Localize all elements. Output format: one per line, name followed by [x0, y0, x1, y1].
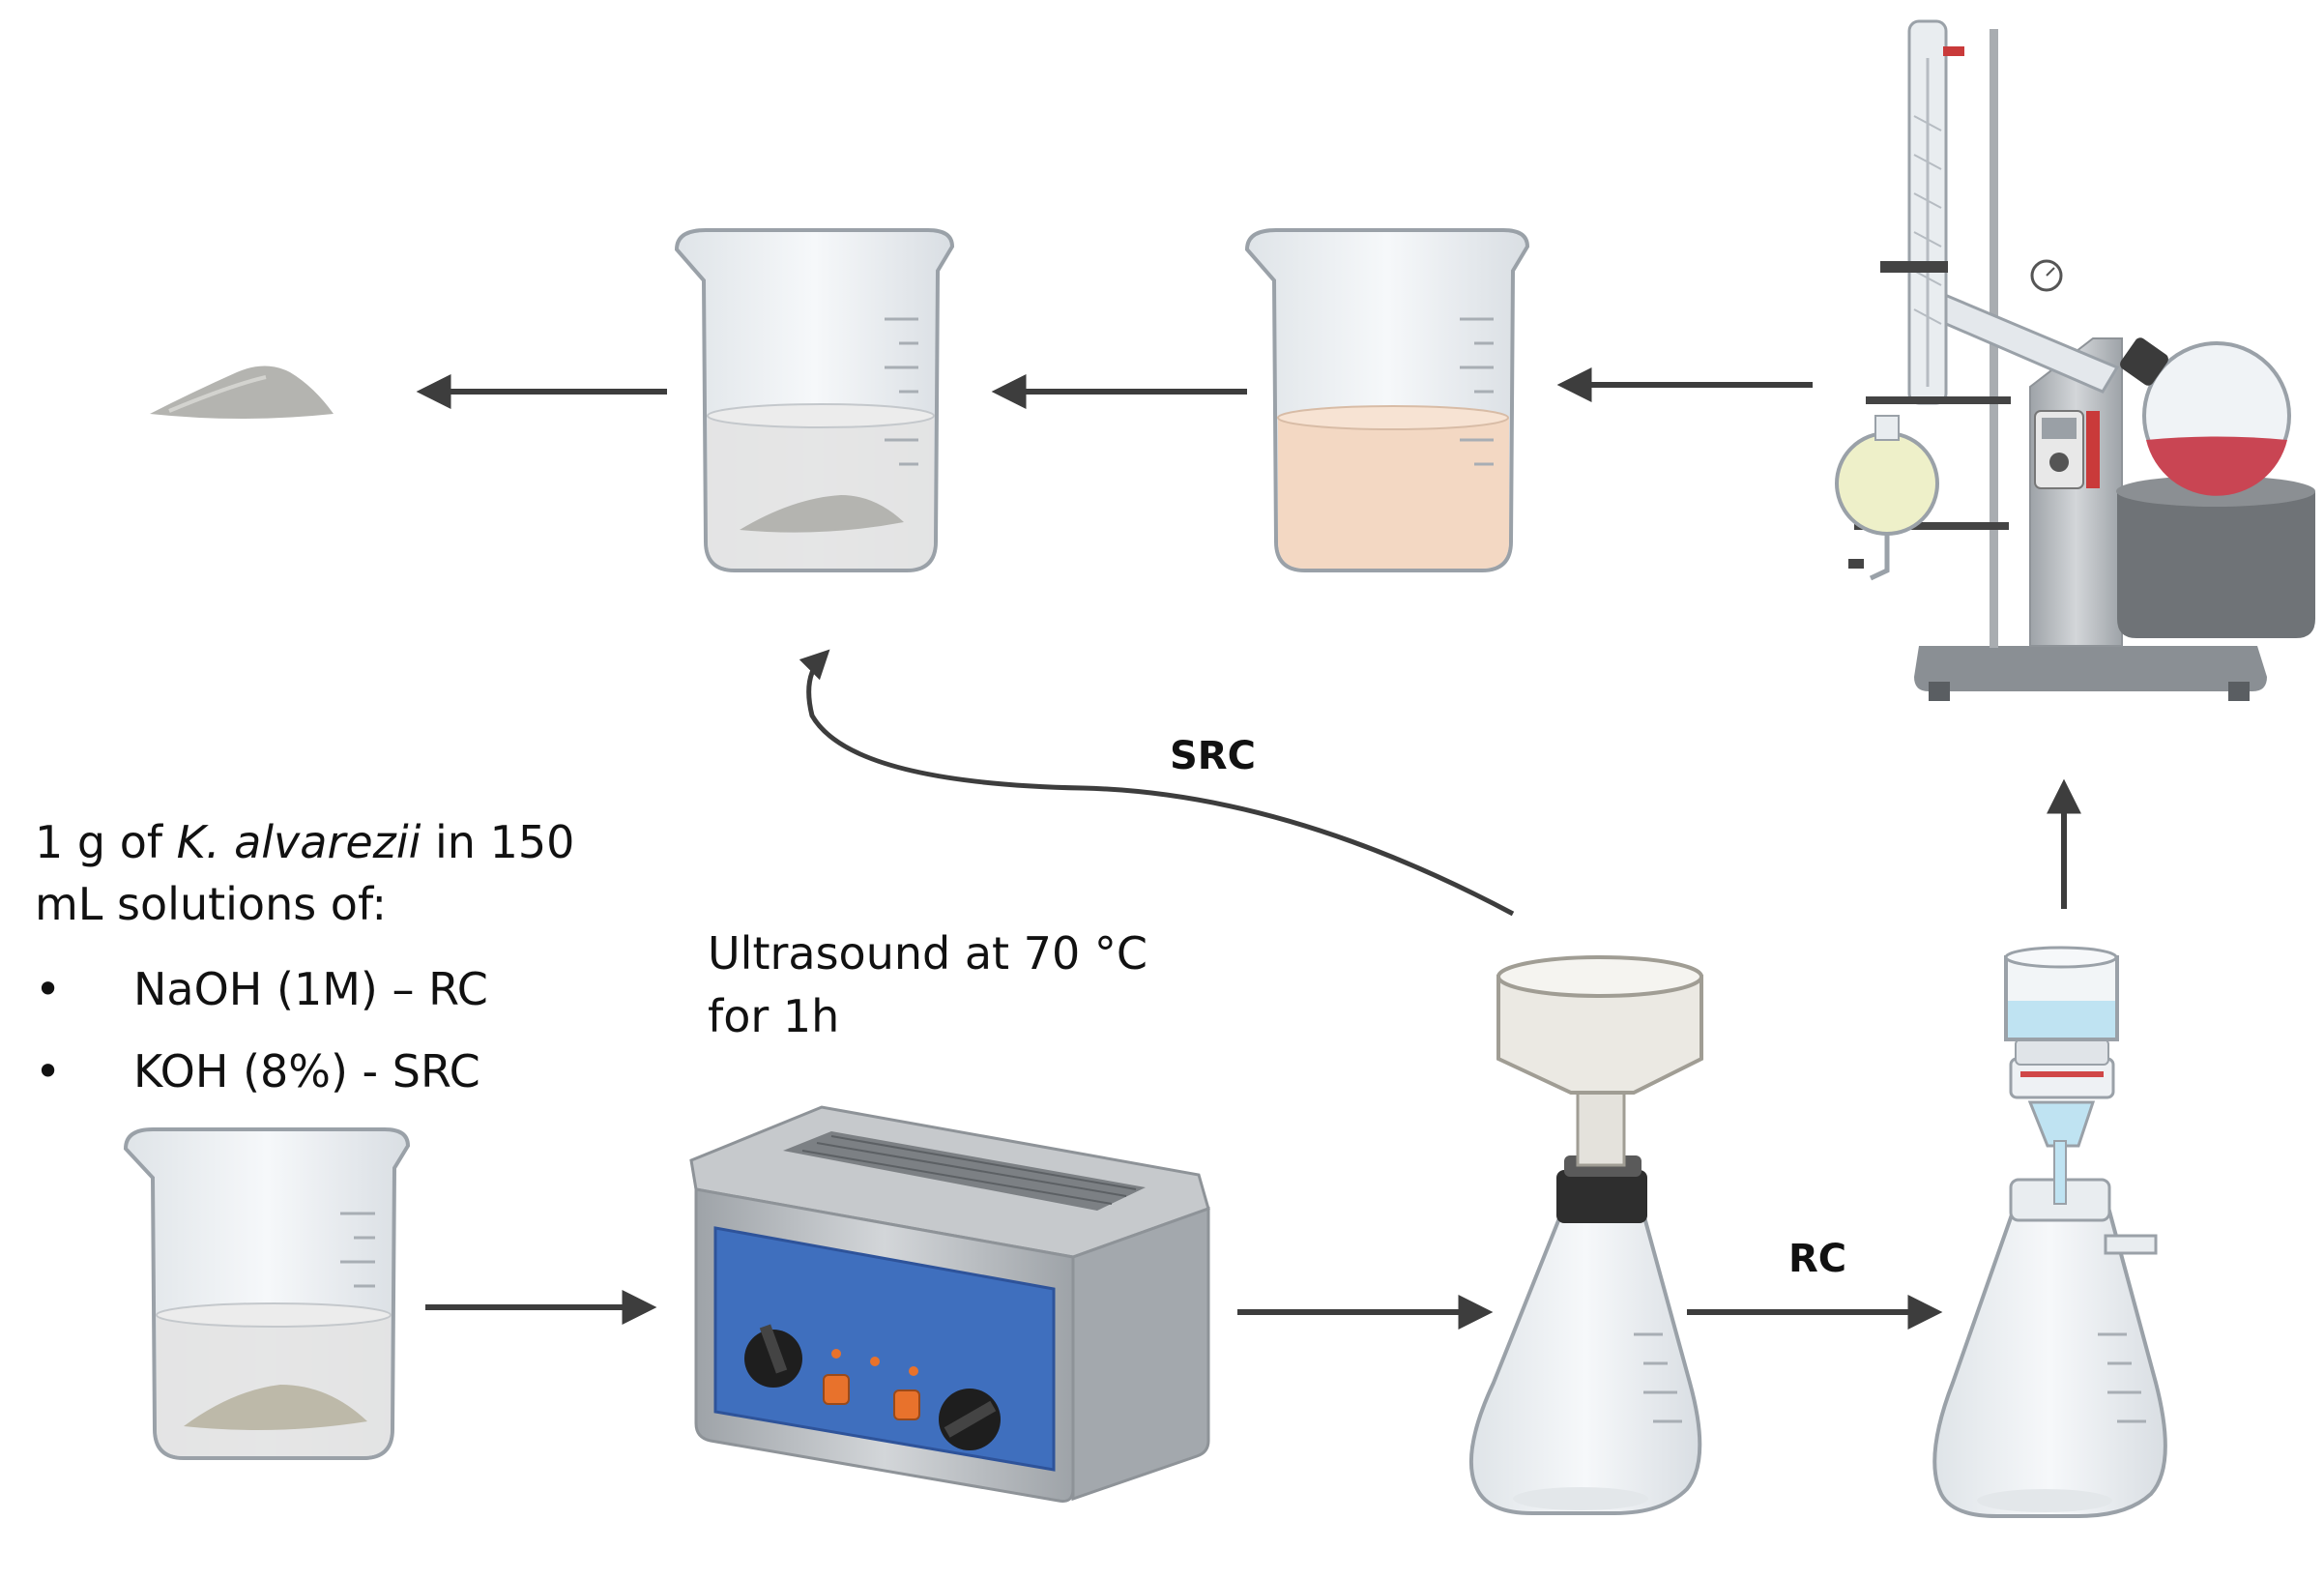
- intro-line-1: 1 g of K. alvarezii in 150: [35, 820, 574, 864]
- ultrasound-line-2: for 1h: [708, 990, 840, 1042]
- dried-powder-product: [150, 366, 334, 419]
- bullet-2: •: [35, 1045, 62, 1097]
- src-label: SRC: [1170, 734, 1256, 778]
- intro-line-2: mL solutions of:: [35, 878, 388, 930]
- option-naoh: NaOH (1M) – RC: [133, 963, 488, 1015]
- src-curved-arrow: [799, 649, 1515, 917]
- option-koh: KOH (8%) - SRC: [133, 1045, 480, 1097]
- intro-line-1-pre: 1 g of: [35, 816, 177, 868]
- rc-label: RC: [1788, 1237, 1847, 1281]
- funnel-filtration-flask: [1468, 955, 1703, 1515]
- ultrasound-line-1: Ultrasound at 70 °C: [708, 927, 1147, 980]
- bullet-1: •: [35, 963, 62, 1015]
- rotary-evaporator: [1835, 19, 2315, 701]
- beaker-precipitate: [674, 228, 955, 572]
- intro-line-1-post: in 150: [421, 816, 575, 868]
- species-name: K. alvarezii: [176, 816, 421, 868]
- beaker-sample: [123, 1127, 411, 1460]
- ultrasound-bath: [689, 1105, 1210, 1503]
- membrane-filtration-flask: [1932, 946, 2167, 1518]
- beaker-concentrate: [1244, 228, 1530, 572]
